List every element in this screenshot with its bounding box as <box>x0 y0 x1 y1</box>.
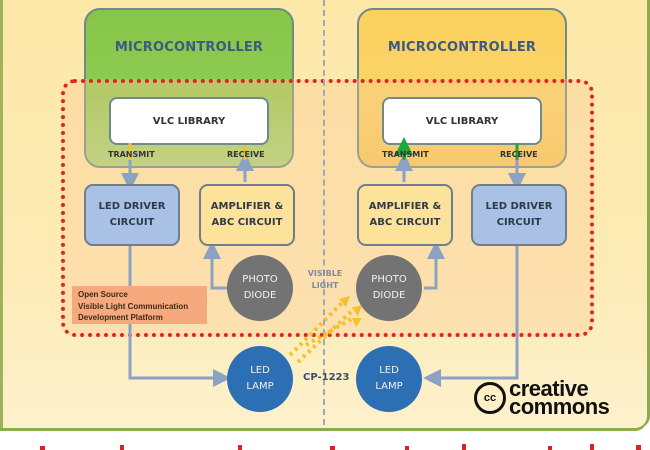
left-amp-line2: ABC CIRCUIT <box>211 217 283 228</box>
right-driver-line1: LED DRIVER <box>485 201 553 212</box>
right-led-driver-circuit: LED DRIVER CIRCUIT <box>471 184 567 246</box>
left-photodiode-line2: DIODE <box>243 290 277 301</box>
left-photodiode-line1: PHOTO <box>242 274 278 285</box>
creative-commons-logo: cc creative commons <box>474 376 610 419</box>
left-photo-diode: PHOTO DIODE <box>227 255 293 321</box>
right-amplifier-abc-circuit: AMPLIFIER & ABC CIRCUIT <box>357 184 453 246</box>
left-driver-line1: LED DRIVER <box>98 201 166 212</box>
cc-text-line1: creative <box>509 376 589 401</box>
visible-light-label: VISIBLE LIGHT <box>300 268 350 292</box>
platform-note: Open Source Visible Light Communication … <box>72 286 207 324</box>
right-amp-line2: ABC CIRCUIT <box>369 217 441 228</box>
left-led-lamp: LED LAMP <box>227 346 293 412</box>
platform-note-line3: Development Platform <box>78 313 163 322</box>
right-led-lamp: LED LAMP <box>356 346 422 412</box>
panel-left-border <box>0 0 3 428</box>
left-lamp-line1: LED <box>250 365 270 376</box>
visible-light-line2: LIGHT <box>311 281 339 290</box>
cc-text-line2: commons <box>509 394 610 419</box>
left-amp-line1: AMPLIFIER & <box>210 201 284 212</box>
right-amp-line1: AMPLIFIER & <box>368 201 442 212</box>
left-amplifier-abc-circuit: AMPLIFIER & ABC CIRCUIT <box>199 184 295 246</box>
right-photodiode-line2: DIODE <box>372 290 406 301</box>
left-lamp-line2: LAMP <box>246 381 274 392</box>
right-receive-label: RECEIVE <box>500 150 538 159</box>
left-driver-line2: CIRCUIT <box>109 217 155 228</box>
visible-light-line1: VISIBLE <box>307 269 343 278</box>
center-divider-line <box>323 0 325 425</box>
left-vlc-library-block: VLC LIBRARY <box>109 97 269 145</box>
left-microcontroller-label: MICROCONTROLLER <box>114 40 264 55</box>
right-photo-diode: PHOTO DIODE <box>356 255 422 321</box>
cropped-caption-strip <box>40 444 641 450</box>
platform-note-line1: Open Source <box>78 290 128 299</box>
left-led-driver-circuit: LED DRIVER CIRCUIT <box>84 184 180 246</box>
cc-icon: cc <box>474 382 506 414</box>
right-driver-to-lamp-wire <box>423 244 519 387</box>
left-transmit-label: TRANSMIT <box>108 150 155 159</box>
right-driver-line2: CIRCUIT <box>496 217 542 228</box>
right-lamp-line2: LAMP <box>375 381 403 392</box>
right-photodiode-line1: PHOTO <box>371 274 407 285</box>
right-transmit-label: TRANSMIT <box>382 150 429 159</box>
right-photodiode-to-amp-wire <box>424 241 445 290</box>
left-photodiode-to-amp-wire <box>203 241 229 290</box>
right-microcontroller-label: MICROCONTROLLER <box>387 40 537 55</box>
right-lamp-line1: LED <box>379 365 399 376</box>
left-receive-label: RECEIVE <box>227 150 265 159</box>
platform-note-line2: Visible Light Communication <box>78 301 189 311</box>
light-beam <box>288 296 362 364</box>
channel-label: CP-1223 <box>303 372 350 383</box>
